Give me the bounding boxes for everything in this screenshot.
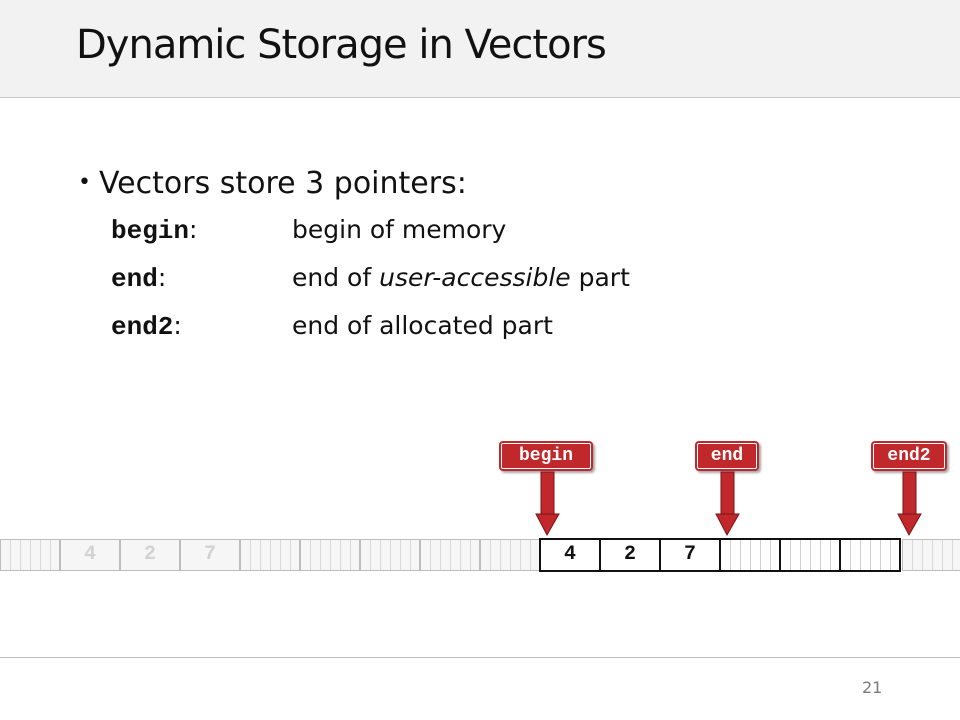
desc-begin: begin of memory: [292, 215, 507, 244]
memory-cell-active: 7: [659, 538, 721, 572]
bullet-item: • Vectors store 3 pointers:: [78, 166, 467, 201]
end2-pointer-label: end2: [871, 441, 947, 471]
memory-cell-active: 2: [599, 538, 661, 572]
memory-cell-ghost: [0, 539, 60, 571]
end2-arrow-icon: [897, 471, 922, 537]
memory-cell-ghost: 2: [120, 539, 180, 571]
memory-cell-allocated: [719, 538, 781, 572]
desc-end: end of user-accessible part: [292, 263, 630, 292]
bullet-dot-icon: •: [78, 170, 91, 195]
memory-cell-ghost: [480, 539, 540, 571]
memory-cell-ghost: [420, 539, 480, 571]
end-pointer-label: end: [695, 441, 759, 471]
memory-cell-ghost: [240, 539, 300, 571]
begin-arrow-icon: [535, 471, 560, 537]
term-end: end:: [111, 263, 167, 294]
page-number: 21: [862, 678, 883, 697]
memory-cell-ghost: 4: [60, 539, 120, 571]
slide-header: Dynamic Storage in Vectors: [0, 0, 960, 98]
memory-cell-ghost: [360, 539, 420, 571]
footer-divider: [0, 657, 960, 658]
slide-title: Dynamic Storage in Vectors: [76, 22, 607, 68]
begin-pointer-label: begin: [499, 441, 593, 471]
memory-strip: 4 2 7 4 2 7: [0, 538, 960, 573]
desc-end2: end of allocated part: [292, 311, 553, 340]
memory-cell-ghost: [902, 539, 960, 571]
memory-cell-allocated: [839, 538, 901, 572]
end-arrow-icon: [715, 471, 740, 537]
memory-cell-active: 4: [539, 538, 601, 572]
memory-cell-ghost: 7: [180, 539, 240, 571]
bullet-text: Vectors store 3 pointers:: [98, 166, 467, 201]
memory-cell-ghost: [300, 539, 360, 571]
term-begin: begin:: [111, 215, 198, 246]
term-end2: end2:: [111, 311, 182, 342]
memory-cell-allocated: [779, 538, 841, 572]
